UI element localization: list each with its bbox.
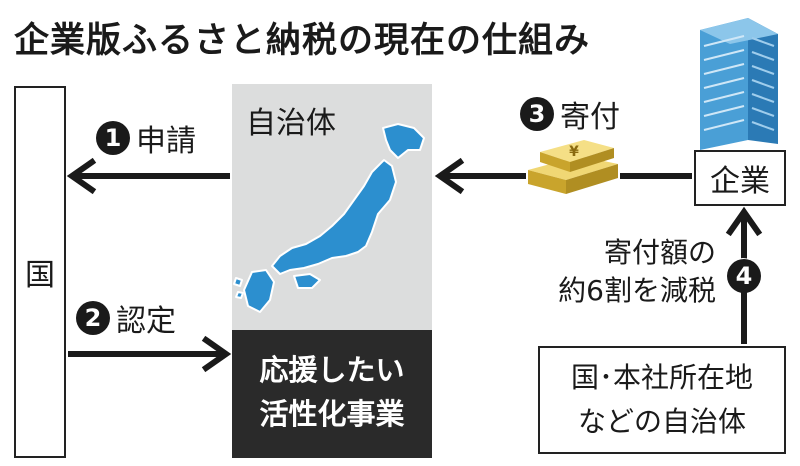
step-1-label: 申請 bbox=[136, 124, 196, 159]
local-jichitai-box: 国･本社所在地 などの自治体 bbox=[538, 346, 786, 454]
step-1: 1 申請 bbox=[96, 116, 196, 160]
step-4-number: 4 bbox=[727, 259, 761, 293]
building-icon bbox=[700, 18, 778, 150]
gold-bars-icon: ¥ bbox=[528, 140, 618, 194]
local-line1: 国･本社所在地 bbox=[570, 361, 753, 394]
kigyo-box: 企業 bbox=[694, 150, 786, 206]
svg-text:¥: ¥ bbox=[569, 144, 579, 160]
arrow-shinsei bbox=[66, 157, 230, 195]
ouen-line1: 応援したい bbox=[259, 353, 405, 387]
step-4-line2: 約6割を減税 bbox=[558, 274, 716, 307]
ouen-jigyo-panel: 応援したい 活性化事業 bbox=[232, 330, 432, 458]
step-2-number: 2 bbox=[76, 301, 110, 335]
step-4-text: 寄付額の 約6割を減税 bbox=[520, 234, 716, 310]
kuni-box: 国 bbox=[14, 86, 66, 458]
step-2-label: 認定 bbox=[116, 304, 176, 339]
diagram-title: 企業版ふるさと納税の現在の仕組み bbox=[14, 21, 591, 61]
local-line2: などの自治体 bbox=[577, 405, 746, 438]
step-3-label: 寄付 bbox=[560, 100, 620, 135]
step-1-number: 1 bbox=[96, 121, 130, 155]
step-3: 3 寄付 bbox=[520, 92, 620, 136]
jichitai-label: 自治体 bbox=[246, 106, 336, 141]
step-4-line1: 寄付額の bbox=[603, 236, 716, 269]
step-2: 2 認定 bbox=[76, 296, 176, 340]
kuni-label: 国 bbox=[25, 258, 55, 293]
step-3-number: 3 bbox=[520, 97, 554, 131]
kigyo-label: 企業 bbox=[710, 164, 770, 199]
ouen-line2: 活性化事業 bbox=[259, 397, 405, 431]
arrow-kifu bbox=[434, 157, 692, 195]
arrow-nintei bbox=[68, 335, 232, 373]
japan-map-icon bbox=[233, 123, 425, 313]
